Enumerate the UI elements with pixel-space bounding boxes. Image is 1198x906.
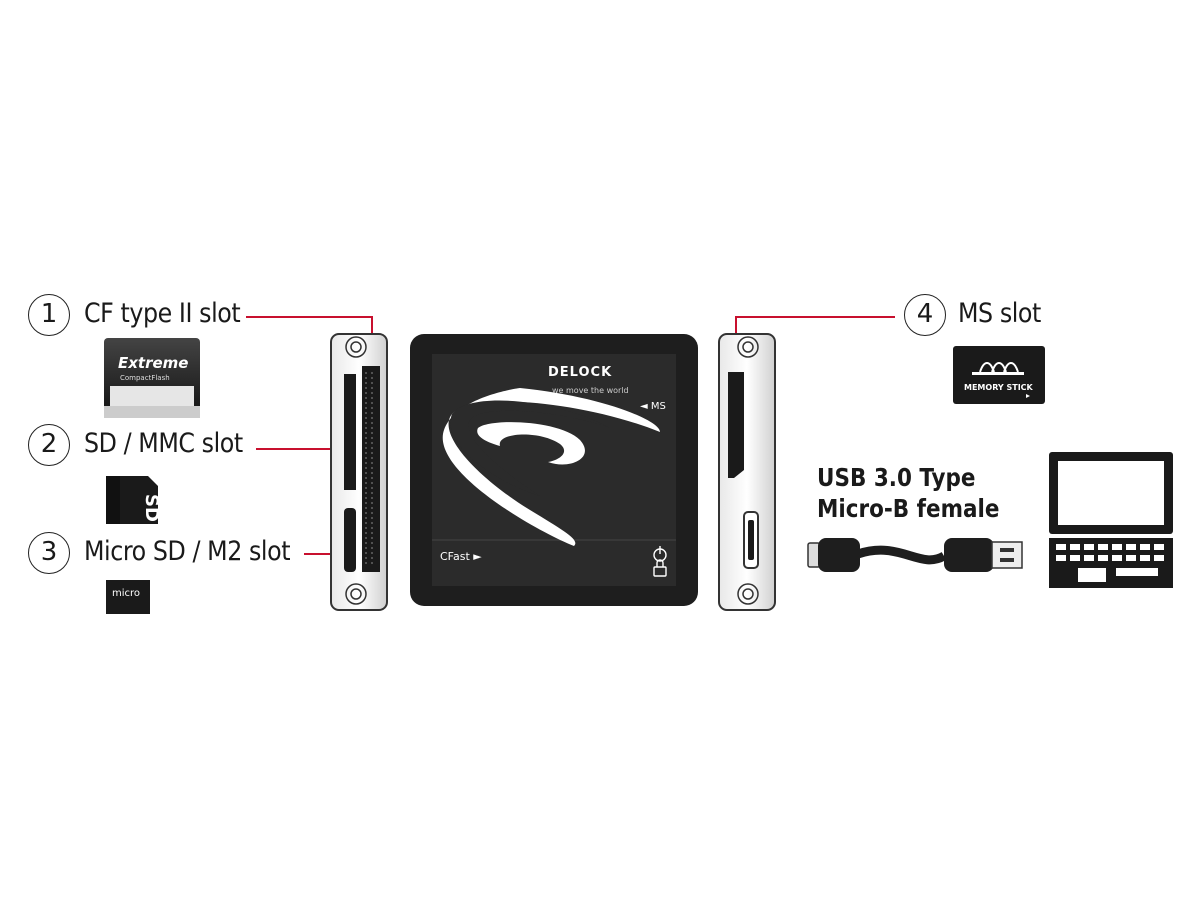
cf-slot-pins [365, 372, 373, 566]
ms-slot-mark: ◄ MS [640, 401, 666, 412]
usb-label-line2: Micro-B female [817, 494, 1000, 523]
device-left-side [330, 333, 388, 611]
cf-card-image: Extreme CompactFlash [104, 338, 200, 418]
memory-stick-brand: MEMORY STICK [964, 383, 1034, 392]
usb-cable-icon [807, 538, 1023, 572]
sd-card-image: SD [106, 476, 162, 524]
device-right-side [718, 333, 776, 611]
cfast-slot-mark: CFast ► [440, 550, 482, 563]
brand-logo: DELOCK [548, 365, 612, 380]
brand-tagline: we move the world [552, 386, 629, 395]
laptop-icon [1049, 452, 1173, 588]
callout-1-label: CF type II slot [84, 298, 241, 329]
callout-3-label: Micro SD / M2 slot [84, 536, 291, 567]
callout-3-number: 3 [28, 532, 70, 574]
sd-logo: SD [141, 494, 162, 522]
callout-4-number: 4 [904, 294, 946, 336]
usb-label-line1: USB 3.0 Type [817, 463, 976, 492]
callout-1-number: 1 [28, 294, 70, 336]
callout-2-label: SD / MMC slot [84, 428, 243, 459]
cf-card-brand: Extreme [118, 354, 188, 372]
microsd-text: micro [112, 588, 140, 599]
microsd-card-image: micro [106, 580, 150, 614]
callout-2-number: 2 [28, 424, 70, 466]
lock-icon [653, 559, 667, 577]
device-front: DELOCK we move the world ◄ MS CFast ► [410, 334, 698, 606]
power-icon [653, 546, 667, 562]
memory-stick-image: MEMORY STICK [953, 346, 1045, 404]
callout-4-label: MS slot [958, 298, 1041, 329]
cf-card-sub: CompactFlash [120, 374, 170, 382]
usb-label: USB 3.0 Type Micro-B female [817, 462, 999, 524]
